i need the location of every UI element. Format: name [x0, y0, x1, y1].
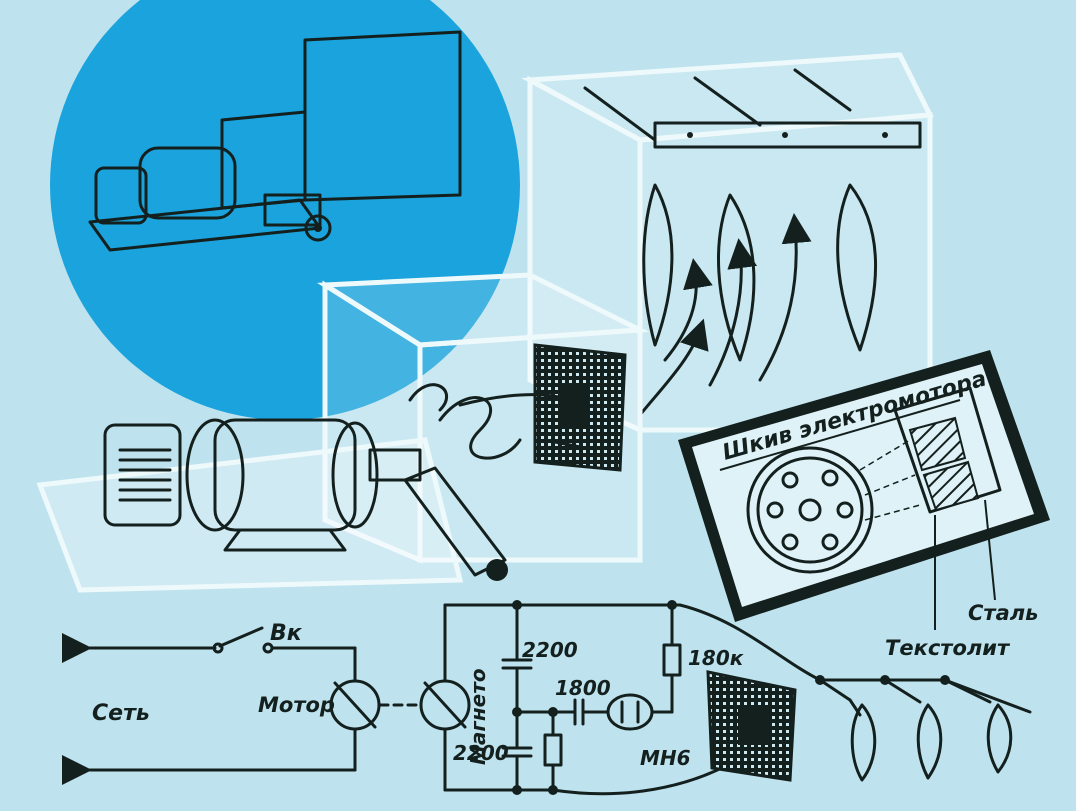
pulley-disc — [746, 446, 874, 574]
textolite-label: Текстолит — [885, 636, 1011, 660]
pulley-inset: Шкив электромотора — [678, 350, 1050, 630]
cap-top-label: 2200 — [522, 638, 578, 662]
insulated-holder — [403, 466, 508, 581]
motor-label: Мотор — [258, 693, 335, 717]
smoking-chamber — [521, 52, 934, 434]
schematic-fish-2 — [916, 703, 943, 780]
blue-disc — [50, 0, 520, 420]
small-motor-model — [88, 30, 462, 252]
large-motor-assembly — [36, 418, 464, 593]
lamp-label: МН6 — [640, 746, 691, 770]
schematic-fish-1 — [850, 703, 877, 782]
fish-1 — [642, 183, 674, 347]
schematic — [62, 603, 1032, 796]
schematic-fish-3 — [986, 703, 1013, 774]
fish-3 — [836, 183, 878, 352]
resistor-label: 180к — [688, 646, 744, 670]
steel-label: Сталь — [968, 601, 1038, 625]
cap-mid-label: 1800 — [555, 676, 611, 700]
mains-label: Сеть — [92, 701, 150, 726]
magneto-label: Магнето — [466, 668, 490, 765]
cap-bottom-label: 2200 — [453, 741, 509, 765]
switch-label: Вк — [270, 621, 303, 646]
